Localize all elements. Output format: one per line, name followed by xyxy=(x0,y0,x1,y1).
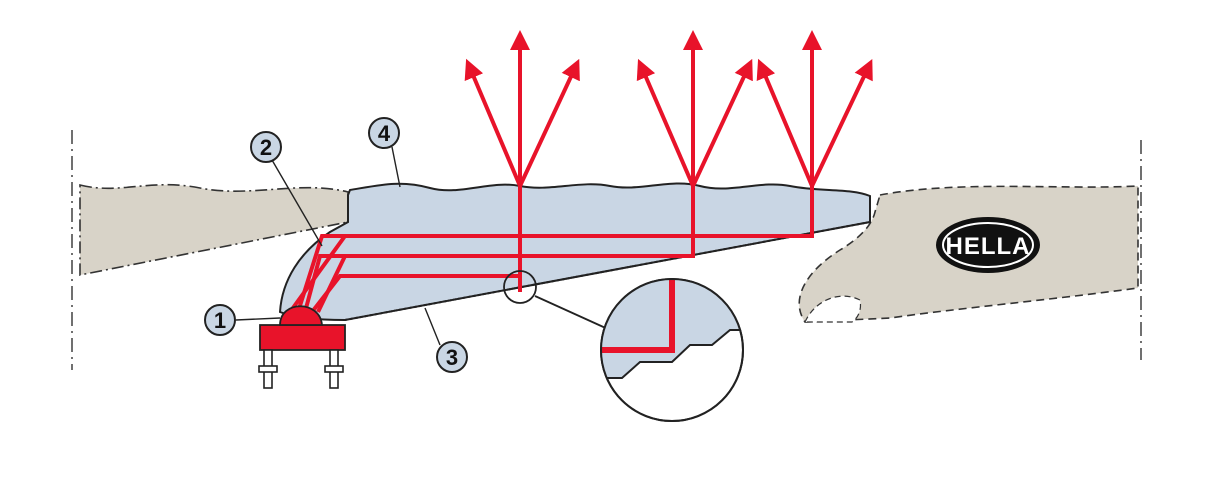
callout-3: 3 xyxy=(424,307,468,373)
left-body-panel xyxy=(79,183,349,276)
light-guide xyxy=(278,182,871,322)
detail-marker-circle xyxy=(503,270,537,304)
svg-text:3: 3 xyxy=(446,345,458,370)
svg-text:HELLA: HELLA xyxy=(946,233,1031,260)
ray-fan-3 xyxy=(756,30,873,187)
callout-4: 4 xyxy=(368,117,401,188)
facet-edge xyxy=(344,221,871,321)
svg-text:2: 2 xyxy=(260,135,272,160)
callout-1: 1 xyxy=(204,304,281,336)
hella-logo: HELLA xyxy=(936,217,1040,273)
callout-2: 2 xyxy=(250,131,323,247)
ray-fan-2 xyxy=(636,30,753,187)
svg-text:4: 4 xyxy=(378,121,391,146)
magnified-detail xyxy=(600,278,744,422)
detail-leader-line xyxy=(534,295,611,331)
svg-text:1: 1 xyxy=(214,308,226,333)
right-panel-cutout xyxy=(804,295,862,323)
led-source-icon xyxy=(258,305,346,389)
ray-fan-1 xyxy=(464,30,580,187)
